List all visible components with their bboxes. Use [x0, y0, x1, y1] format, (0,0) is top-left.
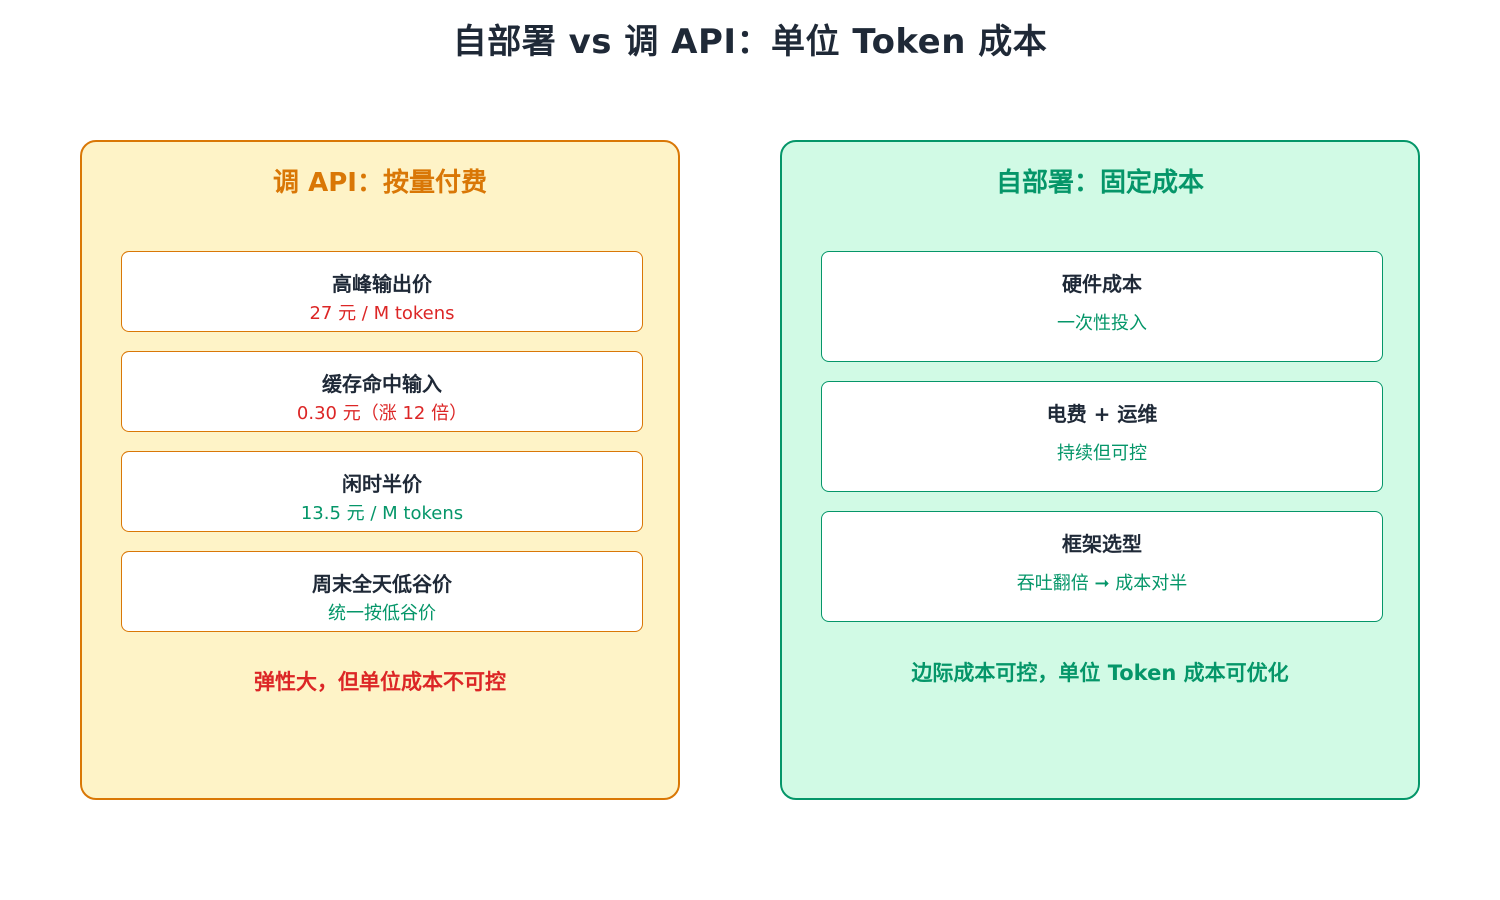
- card-value: 持续但可控: [1057, 443, 1147, 464]
- card-title: 框架选型: [1062, 532, 1142, 556]
- card-title: 硬件成本: [1062, 272, 1142, 296]
- api-card-peak-output: 高峰输出价 27 元 / M tokens: [121, 251, 643, 332]
- card-value: 13.5 元 / M tokens: [300, 503, 464, 524]
- card-value: 一次性投入: [1057, 313, 1147, 334]
- self-card-power-ops: 电费 + 运维 持续但可控: [821, 381, 1383, 492]
- card-title: 高峰输出价: [332, 272, 432, 296]
- self-panel-title: 自部署：固定成本: [995, 168, 1204, 198]
- card-title: 周末全天低谷价: [312, 572, 452, 596]
- api-conclusion: 弹性大，但单位成本不可控: [254, 670, 506, 694]
- card-value: 统一按低谷价: [328, 603, 436, 624]
- api-card-cache-hit-input: 缓存命中输入 0.30 元（涨 12 倍）: [121, 351, 643, 432]
- card-value: 吞吐翻倍 ➞ 成本对半: [1016, 573, 1188, 594]
- card-title: 缓存命中输入: [322, 372, 442, 396]
- api-panel-title: 调 API：按量付费: [273, 168, 487, 198]
- card-value: 27 元 / M tokens: [309, 303, 455, 324]
- self-conclusion: 边际成本可控，单位 Token 成本可优化: [911, 661, 1289, 685]
- api-card-offpeak-half: 闲时半价 13.5 元 / M tokens: [121, 451, 643, 532]
- page-title: 自部署 vs 调 API：单位 Token 成本: [452, 22, 1048, 62]
- card-title: 闲时半价: [342, 472, 422, 496]
- self-card-framework: 框架选型 吞吐翻倍 ➞ 成本对半: [821, 511, 1383, 622]
- self-hosted-panel: 自部署：固定成本 硬件成本 一次性投入 电费 + 运维 持续但可控 框架选型 吞…: [780, 140, 1420, 800]
- api-panel: 调 API：按量付费 高峰输出价 27 元 / M tokens 缓存命中输入 …: [80, 140, 680, 800]
- card-value: 0.30 元（涨 12 倍）: [296, 403, 468, 424]
- card-title: 电费 + 运维: [1046, 402, 1158, 426]
- self-card-hardware: 硬件成本 一次性投入: [821, 251, 1383, 362]
- api-card-weekend-valley: 周末全天低谷价 统一按低谷价: [121, 551, 643, 632]
